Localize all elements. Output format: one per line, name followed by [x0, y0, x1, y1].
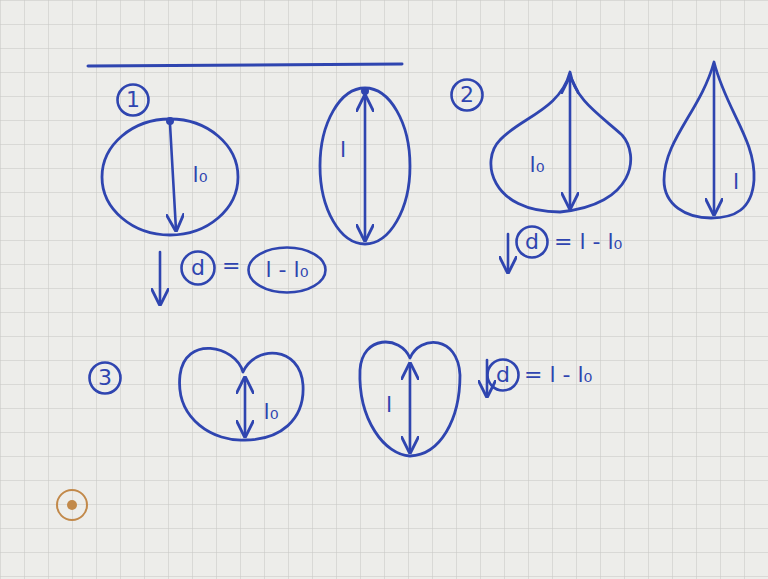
- length-label: l: [733, 170, 739, 194]
- dimension-arrow: [170, 124, 176, 230]
- outline: [316, 84, 414, 248]
- length-label: l: [340, 138, 346, 162]
- dimension-arrow: [569, 78, 572, 208]
- case-number: 3: [88, 361, 122, 395]
- length-label: l₀: [264, 400, 279, 424]
- circled-symbol: d: [486, 358, 520, 392]
- logo: [57, 490, 87, 520]
- formula-text: = l - l₀: [524, 363, 592, 387]
- drop-outline: l₀: [480, 68, 645, 218]
- outline: [658, 58, 760, 222]
- drop-outline: l₀: [172, 336, 308, 444]
- drop-outline: l₀: [98, 115, 242, 239]
- circled-formula: l - l₀: [247, 246, 327, 294]
- length-label: l₀: [193, 163, 208, 187]
- drop-outline: l: [316, 84, 414, 248]
- circled-text: d: [191, 256, 205, 280]
- circled-text: d: [496, 363, 510, 387]
- length-label: l₀: [530, 153, 545, 177]
- decrease-arrow: [507, 234, 510, 272]
- circled-text: 2: [460, 83, 474, 107]
- outline: [172, 336, 308, 444]
- decrease-arrow: [159, 252, 162, 304]
- drop-outline: l: [658, 58, 760, 222]
- drop-outline: l: [354, 335, 464, 459]
- formula-text: =: [222, 254, 240, 278]
- header-rule: [88, 64, 402, 66]
- case-number: 2: [450, 78, 484, 112]
- formula-text: = l - l₀: [554, 230, 622, 254]
- outline: [354, 335, 464, 459]
- dimension-arrow: [409, 364, 412, 452]
- circled-text: 3: [98, 366, 112, 390]
- dimension-arrow: [364, 96, 367, 240]
- circled-text: 1: [126, 88, 140, 112]
- case-number: 1: [116, 83, 150, 117]
- outline: [480, 68, 645, 218]
- outline: [98, 115, 242, 239]
- circled-text: l - l₀: [266, 258, 309, 282]
- circled-symbol: d: [180, 250, 216, 286]
- length-label: l: [386, 393, 392, 417]
- circled-symbol: d: [515, 225, 549, 259]
- circled-text: d: [525, 230, 539, 254]
- dimension-arrow: [244, 378, 247, 436]
- dimension-arrow: [713, 66, 716, 214]
